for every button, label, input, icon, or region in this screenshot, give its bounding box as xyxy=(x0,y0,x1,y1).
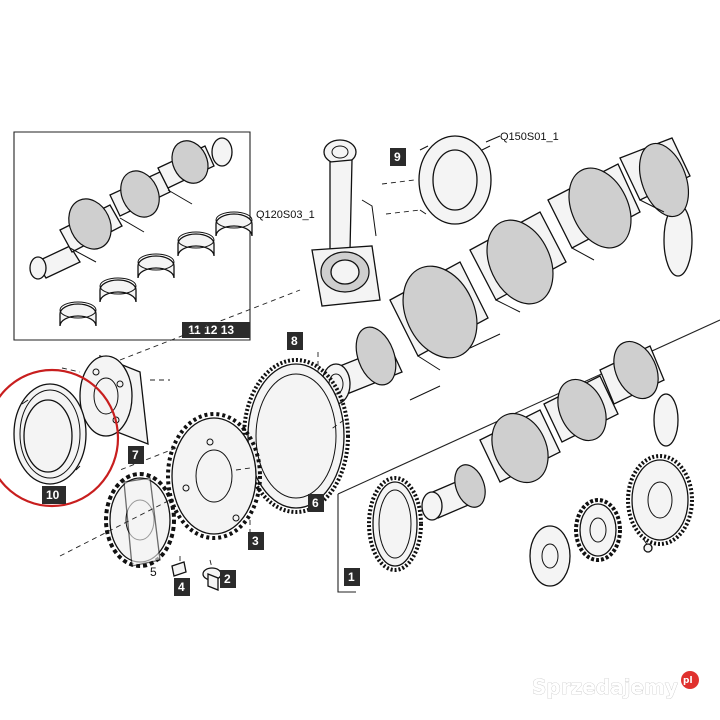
part-label-1-text: 1 xyxy=(348,570,355,584)
part-label-10: 10 xyxy=(42,486,66,504)
phonic-wheel xyxy=(119,412,262,540)
part-label-3: 3 xyxy=(248,532,264,550)
flywheel-bolt xyxy=(202,559,222,591)
highlight-circle xyxy=(0,368,120,508)
drive-gear-secondary xyxy=(529,454,694,587)
part-label-11-13: 11 12 13 xyxy=(182,322,250,338)
part-label-3-text: 3 xyxy=(252,534,259,548)
dowel-pin xyxy=(171,556,187,577)
part-label-5: 5 xyxy=(150,565,157,579)
main-crankshaft xyxy=(321,137,693,405)
part-label-2-text: 2 xyxy=(224,572,231,586)
reference-q150s01: Q150S01_1 xyxy=(500,131,559,143)
part-label-9: 9 xyxy=(390,148,406,166)
crank-hub xyxy=(61,354,170,445)
watermark-text: Sprzedajemy xyxy=(532,675,678,699)
bearing-inset-box: 11 12 13 xyxy=(13,131,253,341)
part-label-9-text: 9 xyxy=(394,150,401,164)
part-label-4: 4 xyxy=(174,578,190,596)
watermark-dot xyxy=(681,671,699,689)
part-label-8-text: 8 xyxy=(291,334,298,348)
watermark-suffix: pl xyxy=(683,676,693,686)
part-label-7: 7 xyxy=(128,446,144,464)
reference-q120s03: Q120S03_1 xyxy=(256,209,315,221)
oil-seal xyxy=(13,383,87,485)
part-label-10-text: 10 xyxy=(46,488,60,502)
part-label-2: 2 xyxy=(220,570,236,588)
part-label-6: 6 xyxy=(308,494,324,512)
part-label-8: 8 xyxy=(287,332,303,350)
ring-gear-small xyxy=(367,476,423,572)
part-label-11-13-text: 11 12 13 xyxy=(188,323,234,337)
watermark: Sprzedajemy pl xyxy=(532,671,699,699)
part-label-4-text: 4 xyxy=(178,580,185,594)
bearing-shells xyxy=(59,211,253,327)
ring-gear-large xyxy=(242,352,350,514)
thrust-washer xyxy=(381,135,492,225)
secondary-crankshaft xyxy=(421,340,679,521)
assembly-lines xyxy=(119,289,345,471)
crankshaft-box xyxy=(337,319,720,593)
timing-gear xyxy=(59,472,176,568)
inset-crankshaft xyxy=(29,137,233,280)
connecting-rod xyxy=(311,139,381,307)
part-label-1: 1 xyxy=(344,568,360,586)
part-label-7-text: 7 xyxy=(132,448,139,462)
part-label-6-text: 6 xyxy=(312,496,319,510)
